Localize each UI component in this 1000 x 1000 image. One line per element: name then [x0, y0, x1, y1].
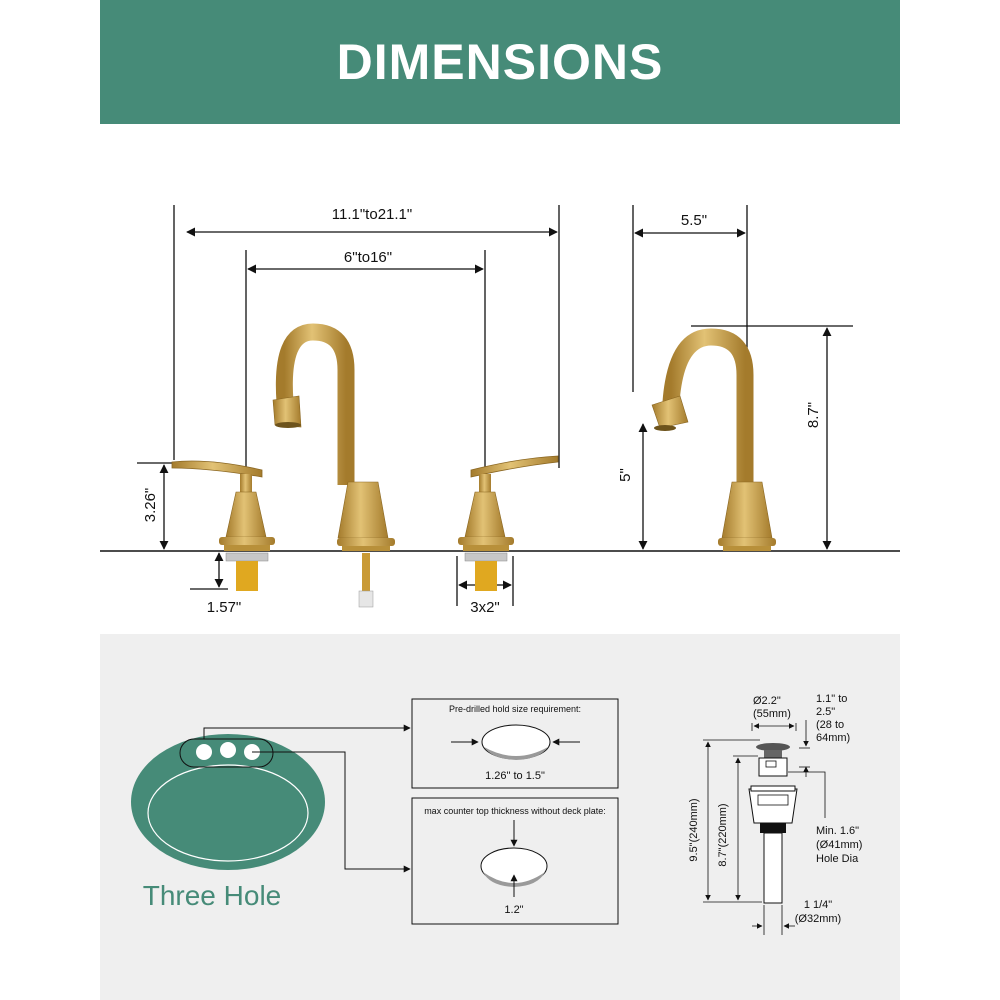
faucet-hole-center	[220, 742, 236, 758]
sink-label: Three Hole	[143, 880, 282, 911]
center-spout	[272, 323, 395, 608]
three-hole-sink: Three Hole	[131, 724, 411, 911]
total-height-label: 8.7"	[805, 402, 822, 428]
hole-size-heading: Pre-drilled hold size requirement:	[449, 704, 581, 714]
drain-thickness-2: 2.5"	[816, 706, 835, 718]
sink-basin	[131, 734, 325, 870]
counter-thickness-heading: max counter top thickness without deck p…	[424, 806, 606, 816]
drain-hole-dia-1: Min. 1.6"	[816, 825, 859, 837]
header-banner: DIMENSIONS	[100, 0, 900, 124]
left-handle	[171, 460, 275, 591]
drain-top-dia-mm: (55mm)	[753, 708, 791, 720]
drain-thickness-1: 1.1" to	[816, 693, 847, 705]
hole-size-box: Pre-drilled hold size requirement: 1.26"…	[411, 698, 619, 789]
hole-size-value: 1.26" to 1.5"	[485, 770, 545, 782]
counter-thickness-box: max counter top thickness without deck p…	[411, 797, 619, 925]
faucet-side-view: 5.5" 5" 8.7"	[617, 205, 853, 551]
drain-tail-dia-1: 1 1/4"	[804, 899, 832, 911]
drain-hole-dia-2: (Ø41mm)	[816, 839, 862, 851]
drain-thickness-4: 64mm)	[816, 732, 850, 744]
drain-hole-dia-3: Hole Dia	[816, 853, 859, 865]
shank-length-label: 1.57"	[207, 599, 242, 616]
center-spread-label: 6"to16"	[344, 249, 392, 266]
shank-size-label: 3x2"	[470, 599, 500, 616]
sink-bowl-outline	[147, 764, 309, 862]
drain-assembly: Ø2.2" (55mm) 1.1" to 2.5" (28 to 64mm) 9…	[688, 693, 862, 935]
page-title: DIMENSIONS	[336, 34, 664, 90]
spout-height-label: 5"	[617, 468, 634, 482]
drain-body-length: 8.7"(220mm)	[717, 803, 729, 866]
handle-height-label: 3.26"	[142, 488, 159, 523]
faucet-hole-left	[196, 744, 212, 760]
drain-thickness-3: (28 to	[816, 719, 844, 731]
spout-reach-label: 5.5"	[681, 212, 707, 229]
right-handle	[458, 455, 559, 591]
drain-total-length: 9.5"(240mm)	[688, 798, 700, 861]
drain-tail-dia-2: (Ø32mm)	[795, 913, 841, 925]
overall-width-label: 11.1"to21.1"	[332, 206, 412, 223]
counter-thickness-value: 1.2"	[504, 904, 523, 916]
drain-top-dia: Ø2.2"	[753, 695, 781, 707]
faucet-front-view: 11.1"to21.1" 6"to16" 3.26" 1.57" 3x2"	[100, 205, 900, 616]
